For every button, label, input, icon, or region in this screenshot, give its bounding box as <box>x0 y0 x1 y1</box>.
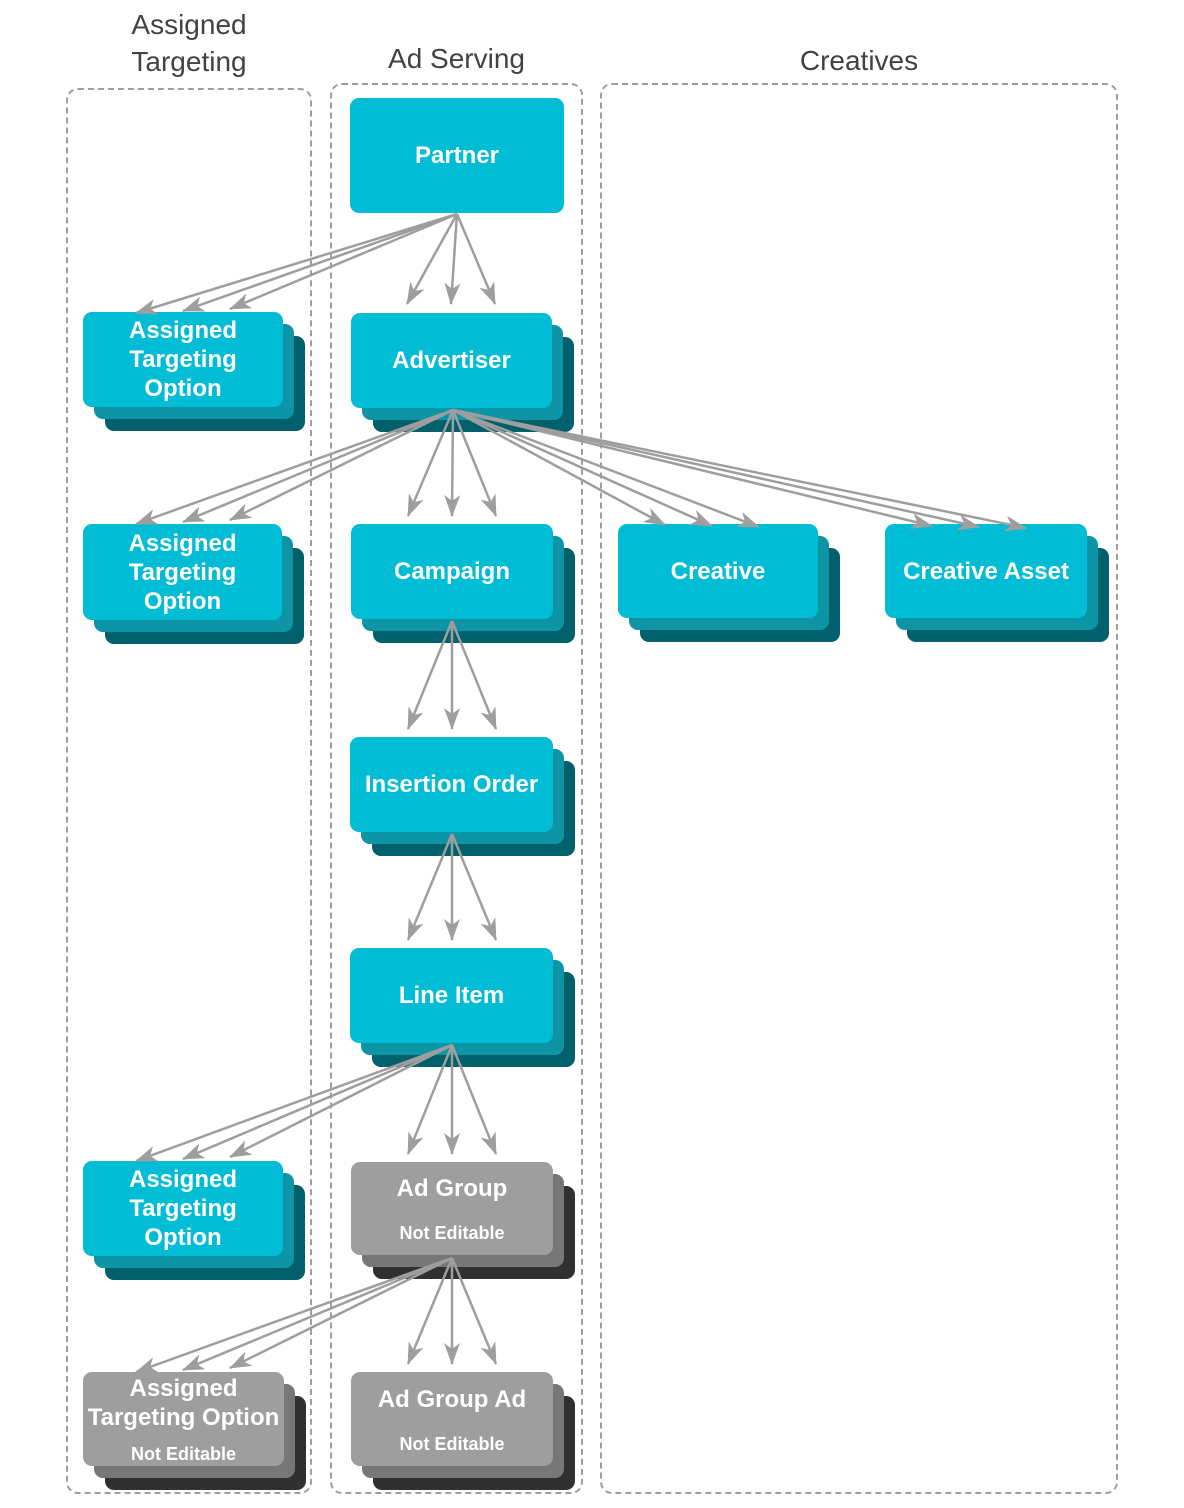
node-creative-asset: Creative Asset <box>885 524 1109 642</box>
node-label: Line Item <box>398 982 505 1009</box>
node-label: Ad Group <box>396 1175 508 1202</box>
node-label: Assigned Targeting Option <box>128 317 238 402</box>
node-assigned-targeting-option-ad-group: Assigned Targeting Option Not Editable <box>83 1372 306 1490</box>
column-title-assigned-targeting: Assigned Targeting <box>131 9 247 77</box>
node-assigned-targeting-option-advertiser: Assigned Targeting Option <box>83 524 304 644</box>
column-title-creatives: Creatives <box>799 45 919 76</box>
node-label: Campaign <box>393 558 510 585</box>
node-advertiser: Advertiser <box>351 313 574 432</box>
column-title-ad-serving: Ad Serving <box>388 43 525 74</box>
node-assigned-targeting-option-line-item: Assigned Targeting Option <box>83 1161 305 1280</box>
column-ad-serving <box>330 83 583 1494</box>
node-creative: Creative <box>618 524 840 642</box>
node-label: Creative <box>670 557 766 585</box>
node-label: Creative Asset <box>903 557 1069 585</box>
node-partner-label: Partner <box>414 142 500 169</box>
node-line-item: Line Item <box>350 948 575 1067</box>
node-label: Assigned Targeting Option <box>128 529 237 615</box>
node-label: Assigned Targeting Option <box>128 1166 238 1251</box>
column-assigned-targeting <box>66 88 312 1494</box>
node-label: Ad Group Ad <box>377 1385 527 1413</box>
node-note: Not Editable <box>399 1223 505 1243</box>
node-note: Not Editable <box>399 1433 505 1454</box>
node-label: Insertion Order <box>364 771 539 798</box>
node-partner: Partner <box>350 98 564 213</box>
node-ad-group-ad: Ad Group Ad Not Editable <box>351 1372 575 1490</box>
node-assigned-targeting-option-partner: Assigned Targeting Option <box>83 312 305 431</box>
column-creatives <box>600 83 1118 1494</box>
node-label: Assigned Targeting Option <box>87 1375 280 1431</box>
node-campaign: Campaign <box>351 524 575 643</box>
node-note: Not Editable <box>130 1444 236 1464</box>
node-label: Advertiser <box>392 347 511 374</box>
node-ad-group: Ad Group Not Editable <box>351 1162 575 1279</box>
node-insertion-order: Insertion Order <box>350 737 575 856</box>
